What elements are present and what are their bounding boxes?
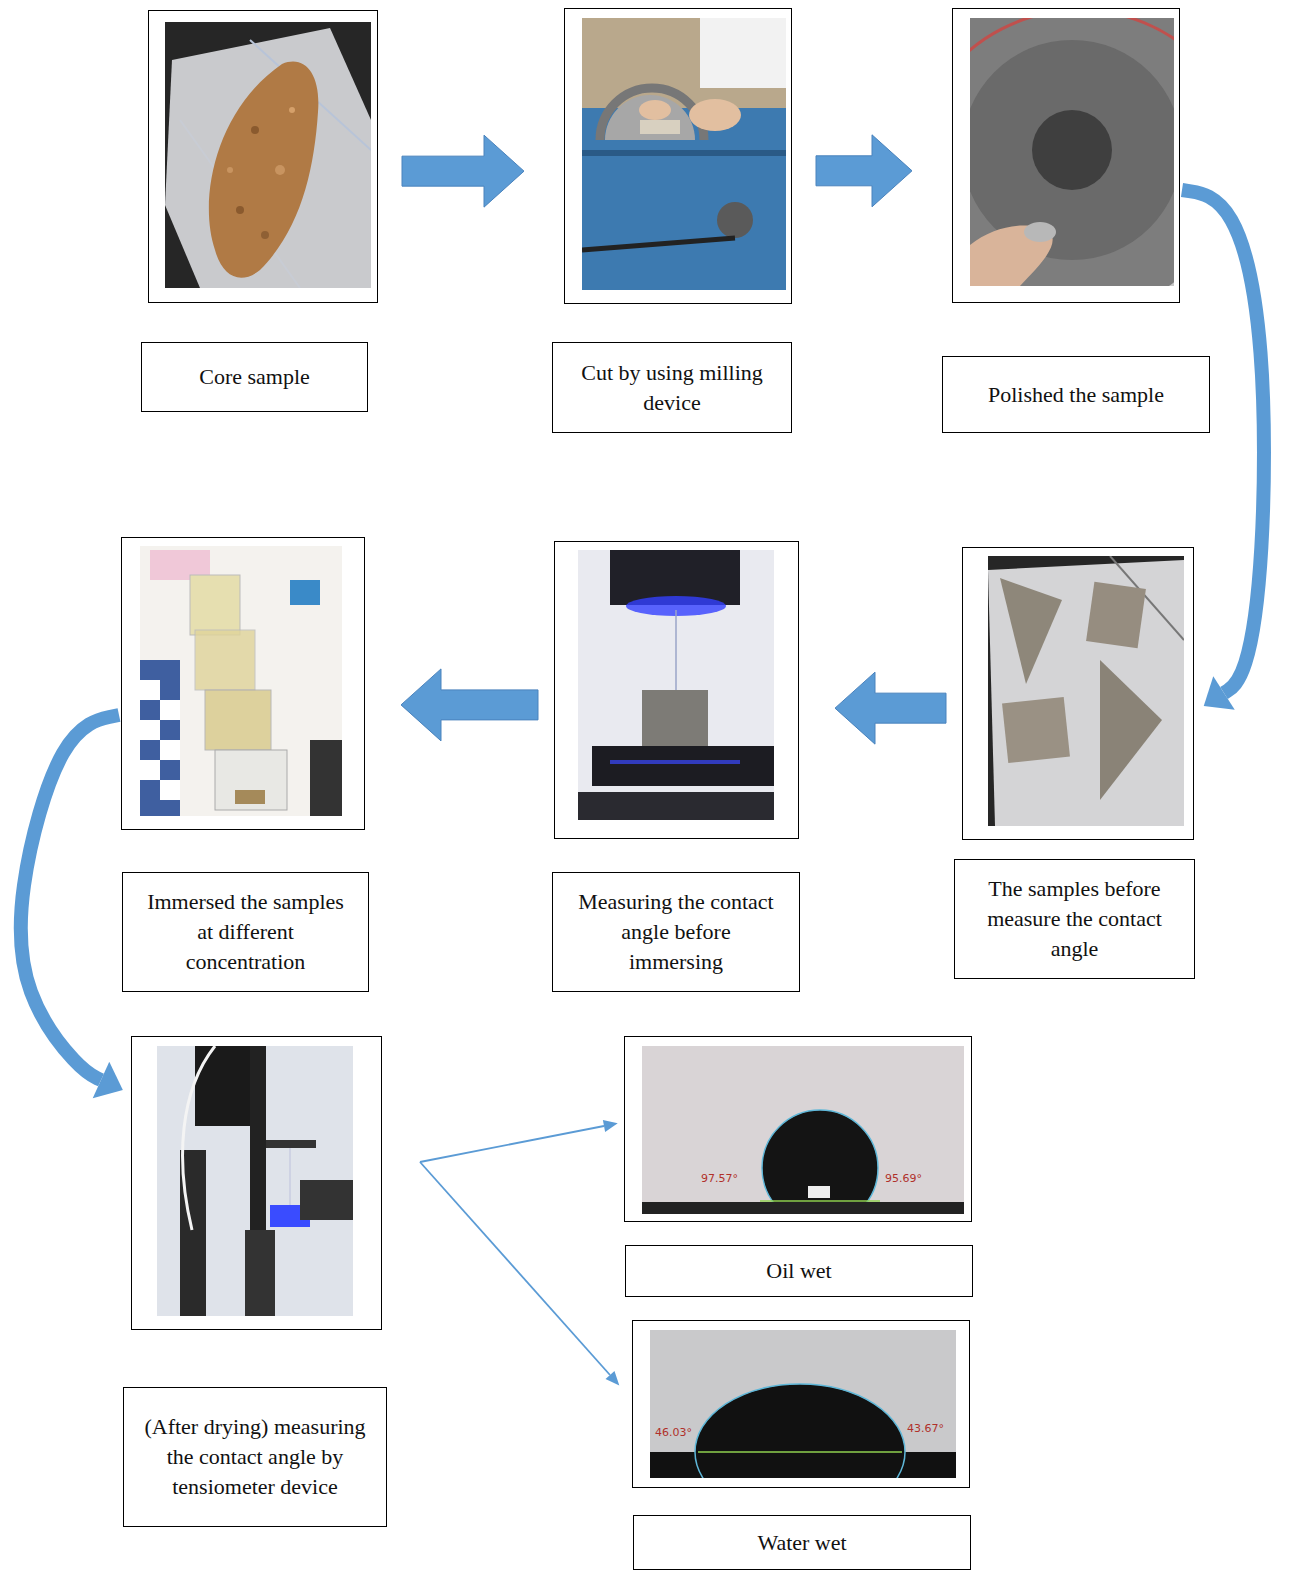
arrow-line: [420, 1162, 610, 1375]
flow-arrow: [420, 1162, 619, 1385]
step-caption: Water wet: [757, 1528, 846, 1558]
flow-arrow: [402, 135, 524, 207]
block-arrow: [401, 669, 538, 741]
caption-box: Water wet: [633, 1515, 971, 1570]
step-caption: (After drying) measuring the contact ang…: [144, 1412, 366, 1501]
core-sample-photo: [165, 22, 371, 288]
photo-step: Water wet: [632, 1320, 970, 1488]
photo-step: Oil wet: [624, 1036, 972, 1222]
step-caption: Oil wet: [766, 1256, 831, 1286]
step-caption: The samples before measure the contact a…: [975, 874, 1174, 963]
flow-arrow: [835, 672, 946, 744]
arrow-head: [603, 1120, 618, 1132]
water-wet-droplet: [650, 1330, 956, 1478]
flow-arrow: [401, 669, 538, 741]
caption-box: The samples before measure the contact a…: [954, 859, 1195, 979]
caption-box: Measuring the contact angle before immer…: [552, 872, 800, 992]
block-arrow: [835, 672, 946, 744]
caption-box: Immersed the samples at different concen…: [122, 872, 369, 992]
polishing-wheel-photo: [970, 18, 1174, 286]
cutting-machine-photo: [582, 18, 786, 290]
arrow-line: [1182, 190, 1264, 693]
arrow-line: [21, 715, 119, 1080]
flow-arrow: [1182, 190, 1264, 710]
step-caption: Cut by using milling device: [573, 358, 771, 417]
caption-box: Core sample: [141, 342, 368, 412]
photo-step: Immersed the samples at different concen…: [121, 537, 365, 830]
arrow-head: [606, 1371, 620, 1385]
flow-arrow: [816, 135, 912, 207]
caption-box: Oil wet: [625, 1245, 973, 1297]
caption-box: Cut by using milling device: [552, 342, 792, 433]
oil-wet-droplet: [642, 1046, 964, 1214]
arrow-head: [93, 1062, 123, 1098]
angle-value: 46.03°: [654, 1426, 693, 1439]
block-arrow: [402, 135, 524, 207]
arrow-head: [1204, 676, 1235, 710]
beakers-photo: [140, 546, 342, 816]
photo-step: (After drying) measuring the contact ang…: [131, 1036, 382, 1330]
photo-step: Measuring the contact angle before immer…: [554, 541, 799, 839]
angle-value: 43.67°: [906, 1422, 945, 1435]
step-caption: Polished the sample: [988, 380, 1164, 410]
flow-arrow: [21, 715, 123, 1098]
tensiometer-photo: [157, 1046, 353, 1316]
step-caption: Measuring the contact angle before immer…: [573, 887, 779, 976]
flow-arrow: [420, 1120, 618, 1162]
arrow-line: [420, 1126, 604, 1162]
specimens-photo: [988, 556, 1184, 826]
goniometer-photo: [578, 550, 774, 820]
step-caption: Core sample: [199, 362, 310, 392]
photo-step: The samples before measure the contact a…: [962, 547, 1194, 840]
angle-value: 97.57°: [700, 1172, 739, 1185]
photo-step: Core sample: [148, 10, 378, 303]
step-caption: Immersed the samples at different concen…: [143, 887, 348, 976]
caption-box: (After drying) measuring the contact ang…: [123, 1387, 387, 1527]
photo-step: Cut by using milling device: [564, 8, 792, 304]
block-arrow: [816, 135, 912, 207]
photo-step: Polished the sample: [952, 8, 1180, 303]
caption-box: Polished the sample: [942, 356, 1210, 433]
angle-value: 95.69°: [884, 1172, 923, 1185]
